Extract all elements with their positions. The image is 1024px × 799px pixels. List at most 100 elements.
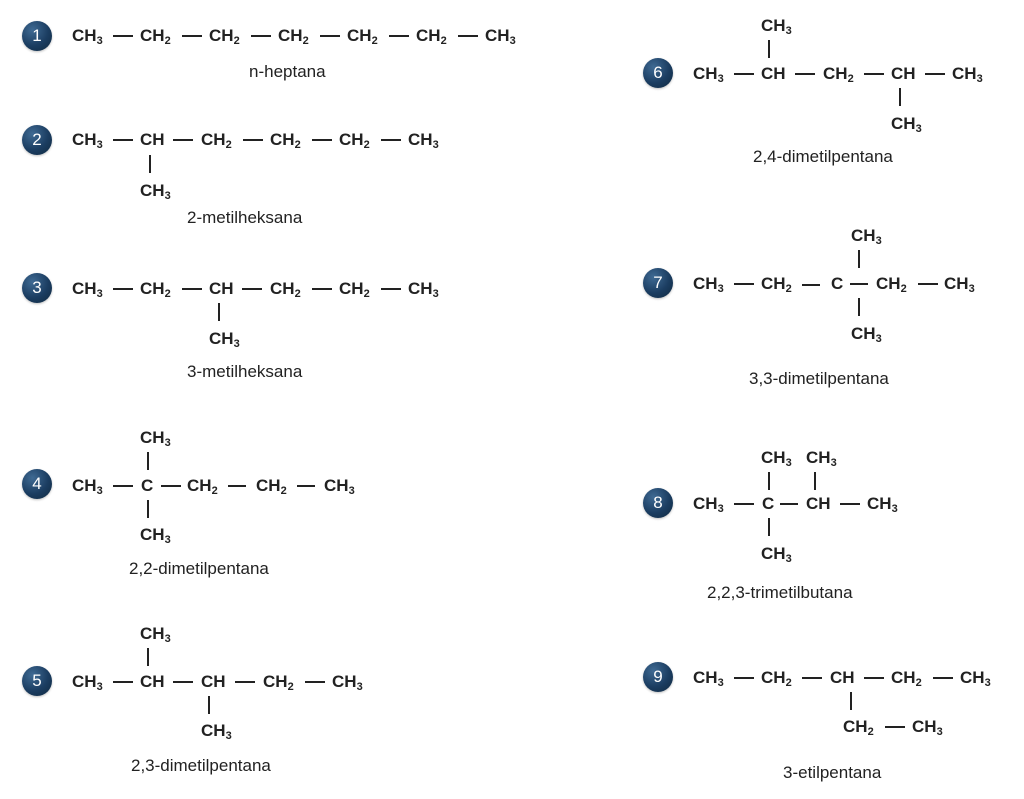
ch3-group: CH3: [944, 274, 975, 295]
bond: [182, 288, 202, 290]
ch3-group: CH3: [72, 476, 103, 497]
ch3-group: CH3: [867, 494, 898, 515]
bond: [768, 40, 770, 58]
ch3-group: CH3: [72, 130, 103, 151]
bond: [312, 288, 332, 290]
ch3-group: CH3: [912, 717, 943, 738]
ch3-group: CH3: [209, 329, 240, 350]
bond: [850, 692, 852, 710]
ch3-group: CH3: [72, 279, 103, 300]
bond: [918, 283, 938, 285]
ch2-group: CH2: [209, 26, 240, 47]
bond: [113, 288, 133, 290]
ch2-group: CH2: [891, 668, 922, 689]
bond: [814, 472, 816, 490]
ch2-group: CH2: [187, 476, 218, 497]
bond: [242, 288, 262, 290]
compound-number-badge: 5: [22, 666, 52, 696]
ch3-group: CH3: [485, 26, 516, 47]
bond: [147, 648, 149, 666]
ch3-group: CH3: [140, 525, 171, 546]
ch-group: CH: [891, 64, 916, 83]
bond: [235, 681, 255, 683]
compound-name: 2,4-dimetilpentana: [753, 147, 893, 166]
compound-name: 2,3-dimetilpentana: [131, 756, 271, 775]
bond: [312, 139, 332, 141]
compound-name: 3,3-dimetilpentana: [749, 369, 889, 388]
bond: [149, 155, 151, 173]
bond: [768, 472, 770, 490]
compound-name: 2,2,3-trimetilbutana: [707, 583, 853, 602]
ch3-group: CH3: [408, 279, 439, 300]
ch2-group: CH2: [339, 279, 370, 300]
c-atom: C: [141, 476, 154, 495]
bond: [734, 503, 754, 505]
bond: [182, 35, 202, 37]
ch3-group: CH3: [140, 181, 171, 202]
ch2-group: CH2: [270, 279, 301, 300]
bond: [925, 73, 945, 75]
ch2-group: CH2: [278, 26, 309, 47]
bond: [251, 35, 271, 37]
bond: [305, 681, 325, 683]
ch2-group: CH2: [416, 26, 447, 47]
ch2-group: CH2: [256, 476, 287, 497]
ch-group: CH: [140, 130, 165, 149]
bond: [147, 500, 149, 518]
bond: [458, 35, 478, 37]
bond: [381, 139, 401, 141]
ch2-group: CH2: [201, 130, 232, 151]
bond: [899, 88, 901, 106]
ch3-group: CH3: [201, 721, 232, 742]
compound-name: 2,2-dimetilpentana: [129, 559, 269, 578]
ch-group: CH: [209, 279, 234, 298]
ch-group: CH: [140, 672, 165, 691]
bond: [933, 677, 953, 679]
compound-number-badge: 9: [643, 662, 673, 692]
compound-number-badge: 6: [643, 58, 673, 88]
bond: [795, 73, 815, 75]
bond: [858, 250, 860, 268]
ch3-group: CH3: [891, 114, 922, 135]
ch-group: CH: [201, 672, 226, 691]
bond: [218, 303, 220, 321]
bond: [734, 677, 754, 679]
ch2-group: CH2: [876, 274, 907, 295]
ch2-group: CH2: [263, 672, 294, 693]
ch3-group: CH3: [693, 494, 724, 515]
bond: [802, 284, 820, 286]
c-atom: C: [762, 494, 775, 513]
bond: [381, 288, 401, 290]
ch2-group: CH2: [761, 668, 792, 689]
bond: [243, 139, 263, 141]
ch2-group: CH2: [843, 717, 874, 738]
bond: [864, 677, 884, 679]
bond: [173, 681, 193, 683]
ch2-group: CH2: [140, 279, 171, 300]
ch2-group: CH2: [347, 26, 378, 47]
bond: [850, 283, 868, 285]
bond: [320, 35, 340, 37]
ch2-group: CH2: [270, 130, 301, 151]
bond: [768, 518, 770, 536]
ch3-group: CH3: [806, 448, 837, 469]
ch3-group: CH3: [693, 668, 724, 689]
bond: [113, 139, 133, 141]
ch2-group: CH2: [140, 26, 171, 47]
ch2-group: CH2: [761, 274, 792, 295]
compound-name: 3-metilheksana: [187, 362, 303, 381]
ch3-group: CH3: [851, 324, 882, 345]
ch3-group: CH3: [324, 476, 355, 497]
ch3-group: CH3: [952, 64, 983, 85]
compound-number-badge: 4: [22, 469, 52, 499]
ch-group: CH: [761, 64, 786, 83]
ch3-group: CH3: [761, 448, 792, 469]
ch-group: CH: [806, 494, 831, 513]
compound-name: 2-metilheksana: [187, 208, 303, 227]
bond: [161, 485, 181, 487]
bond: [297, 485, 315, 487]
ch3-group: CH3: [693, 274, 724, 295]
compound-number-badge: 8: [643, 488, 673, 518]
ch3-group: CH3: [140, 428, 171, 449]
compound-number-badge: 2: [22, 125, 52, 155]
